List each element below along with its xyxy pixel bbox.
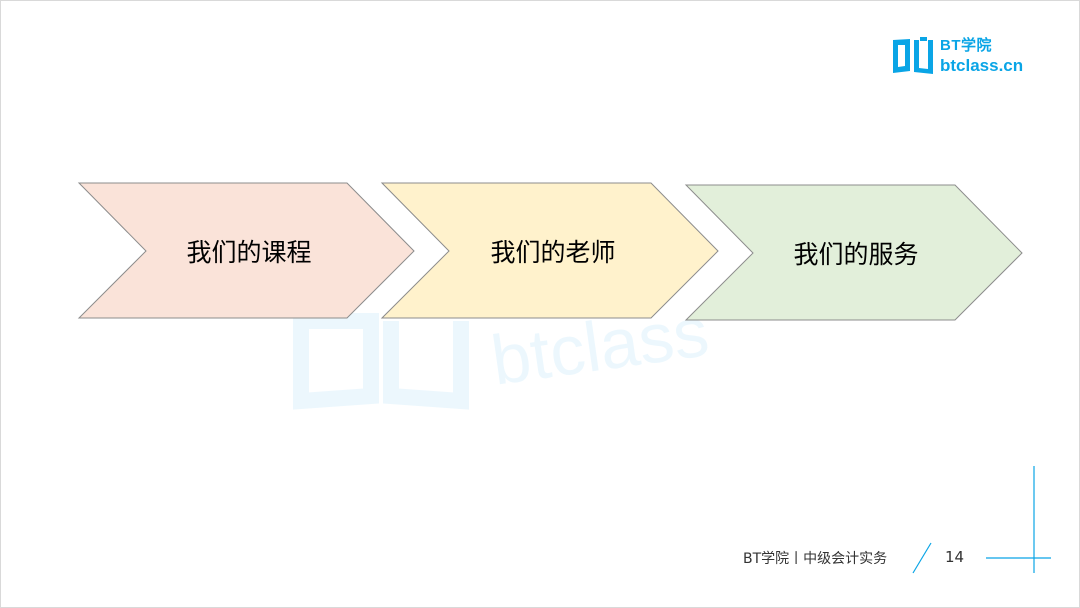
logo-name: BT学院 bbox=[940, 37, 992, 54]
bt-logo-icon bbox=[893, 37, 933, 74]
watermark-logo-icon bbox=[293, 313, 469, 410]
chevron-label-services: 我们的服务 bbox=[793, 240, 919, 269]
logo-domain: btclass.cn bbox=[940, 56, 1024, 75]
page-number: 14 bbox=[945, 548, 965, 566]
footer-course-title: BT学院丨中级会计实务 bbox=[743, 551, 888, 567]
chevron-services bbox=[684, 184, 1023, 321]
chevron-courses bbox=[77, 182, 415, 319]
chevron-label-teachers: 我们的老师 bbox=[490, 238, 616, 267]
brand-logo: BT学院 btclass.cn bbox=[890, 36, 1023, 76]
chevron-label-courses: 我们的课程 bbox=[186, 238, 312, 267]
chevron-teachers bbox=[380, 182, 719, 319]
